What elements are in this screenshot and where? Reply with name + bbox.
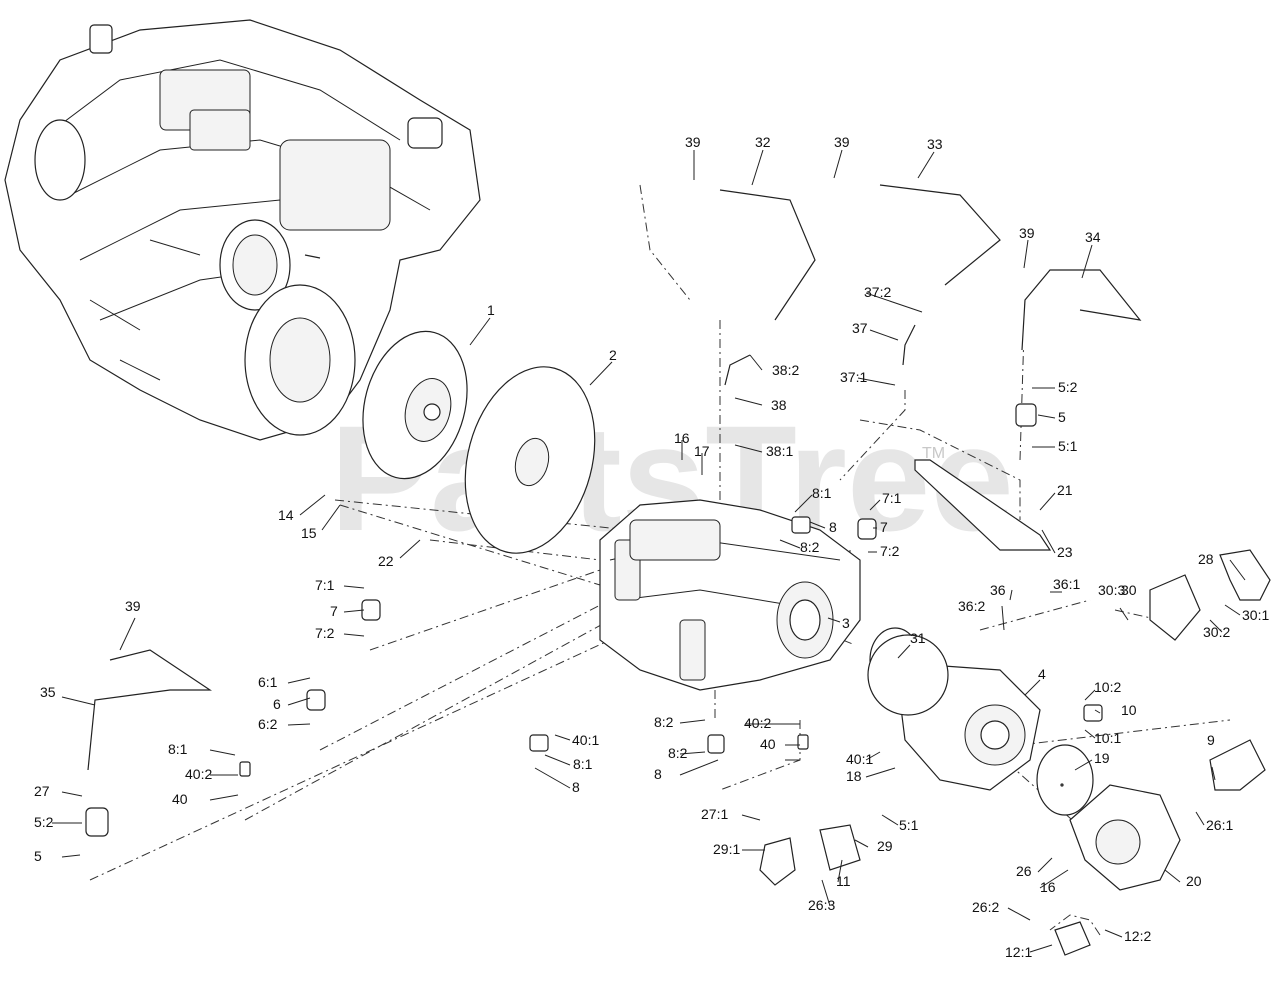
fittings <box>85 254 1271 956</box>
label-26-3: 11 <box>836 873 851 889</box>
label-40: 40 <box>760 736 776 752</box>
watermark-trademark: TM <box>922 445 945 462</box>
label-8-2: 40:1 <box>572 732 599 748</box>
label-8: 8 <box>829 519 837 535</box>
label-40-2: 40:2 <box>744 715 771 731</box>
label-29: 29:1 <box>713 841 740 857</box>
label-1: 1 <box>487 302 495 318</box>
callout-labels: 39 32 39 33 39 34 37:2 37 37:1 38:2 38 3… <box>34 134 1269 960</box>
label-10: 10 <box>1121 702 1137 718</box>
label-39: 39 <box>125 598 141 614</box>
label-30-2: 30:2 <box>1203 624 1230 640</box>
hydraulic-tubes <box>87 184 1142 771</box>
label-37-1: 37:1 <box>840 369 867 385</box>
label-5: 5 <box>1058 409 1066 425</box>
label-27-1: 26:1 <box>1206 817 1233 833</box>
label-4: 4 <box>1038 666 1046 682</box>
label-6: 6 <box>273 696 281 712</box>
label-8: 8:2 <box>668 745 688 761</box>
label-3: 3 <box>842 615 850 631</box>
label-31: 31 <box>910 630 926 646</box>
hydrostatic-pump <box>599 499 861 691</box>
label-23: 23 <box>1057 544 1073 560</box>
label-27: 9 <box>1207 732 1215 748</box>
engine-illustration <box>4 19 481 441</box>
label-30-3: 30:3 <box>1098 582 1125 598</box>
label-19: 18 <box>846 768 862 784</box>
gear-pump-11 <box>1036 744 1181 891</box>
label-40: 40:2 <box>185 766 212 782</box>
label-8-2: 8:2 <box>654 714 674 730</box>
assembly-lines <box>89 184 1231 936</box>
label-7: 7 <box>880 519 888 535</box>
label-30-1: 30:1 <box>1242 607 1269 623</box>
label-20: 16 <box>1040 879 1056 895</box>
label-36-2: 36:2 <box>958 598 985 614</box>
label-34: 34 <box>1085 229 1101 245</box>
label-5-1: 5 <box>34 848 42 864</box>
label-7-2: 7:2 <box>880 543 900 559</box>
label-8: 8:1 <box>573 756 593 772</box>
label-5: 5:2 <box>34 814 54 830</box>
label-26-1: 5:1 <box>899 817 919 833</box>
label-8-1: 8:1 <box>812 485 832 501</box>
label-38: 38 <box>771 397 787 413</box>
label-12-1: 12:2 <box>1124 928 1151 944</box>
label-12-2: 26:2 <box>972 899 999 915</box>
label-38-1: 38:1 <box>766 443 793 459</box>
label-28: 28 <box>1198 551 1214 567</box>
label-17: 17 <box>694 443 710 459</box>
label-12: 12:1 <box>1005 944 1032 960</box>
label-39: 39 <box>685 134 701 150</box>
label-35: 35 <box>40 684 56 700</box>
label-29-1: 27:1 <box>701 806 728 822</box>
label-26: 29 <box>877 838 893 854</box>
label-38-2: 38:2 <box>772 362 799 378</box>
label-8-1: 8 <box>654 766 662 782</box>
label-5-2: 27 <box>34 783 50 799</box>
label-39: 39 <box>834 134 850 150</box>
label-16: 26 <box>1016 863 1032 879</box>
bracket-21 <box>914 459 1052 551</box>
label-40-2: 8:1 <box>168 741 188 757</box>
flywheel-coupler <box>362 330 468 480</box>
label-9: 19 <box>1094 750 1110 766</box>
label-6-2: 6:2 <box>258 716 278 732</box>
label-26-2: 26:3 <box>808 897 835 913</box>
leader-lines <box>52 149 1246 953</box>
label-40-1: 40 <box>172 791 188 807</box>
label-5-1: 5:1 <box>1058 438 1078 454</box>
label-21: 21 <box>1057 482 1073 498</box>
label-11: 20 <box>1186 873 1202 889</box>
label-15: 15 <box>301 525 317 541</box>
label-10-2: 10:2 <box>1094 679 1121 695</box>
label-37-2: 37:2 <box>864 284 891 300</box>
label-22: 22 <box>378 553 394 569</box>
label-37: 37 <box>852 320 868 336</box>
label-33: 33 <box>927 136 943 152</box>
label-5-2: 5:2 <box>1058 379 1078 395</box>
label-8-1: 8 <box>572 779 580 795</box>
label-8-2: 8:2 <box>800 539 820 555</box>
label-36-1: 36:1 <box>1053 576 1080 592</box>
label-7-1: 7:1 <box>882 490 902 506</box>
label-18: 40:1 <box>846 751 873 767</box>
label-7: 7 <box>330 603 338 619</box>
label-39: 39 <box>1019 225 1035 241</box>
flywheel-plate <box>464 366 596 554</box>
label-14: 14 <box>278 507 294 523</box>
label-30: 30 <box>1121 582 1137 598</box>
label-7-2: 7:2 <box>315 625 335 641</box>
label-10-1: 10:1 <box>1094 730 1121 746</box>
label-7-1: 7:1 <box>315 577 335 593</box>
label-36: 36 <box>990 582 1006 598</box>
label-2: 2 <box>609 347 617 363</box>
label-16: 16 <box>674 430 690 446</box>
label-32: 32 <box>755 134 771 150</box>
label-6-1: 6:1 <box>258 674 278 690</box>
